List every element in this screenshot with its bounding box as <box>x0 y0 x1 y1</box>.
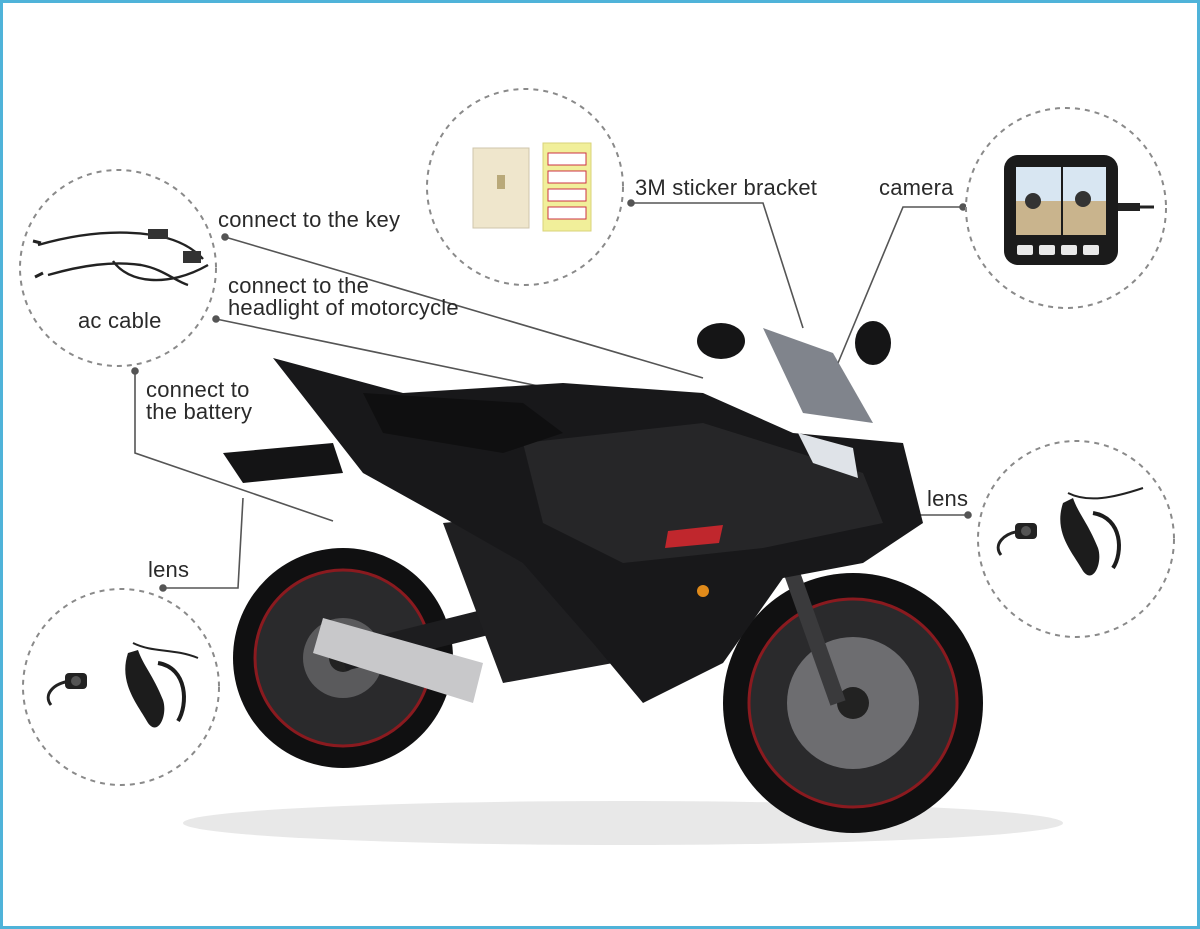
label-ac-cable: ac cable <box>78 308 162 333</box>
line-lens-left <box>163 497 244 589</box>
line-camera <box>837 206 963 364</box>
motorcycle-illustration <box>183 321 1063 845</box>
line-sticker-bracket <box>631 202 804 329</box>
motorcycle-diagram <box>19 88 1175 845</box>
label-lens-left: lens <box>148 557 190 582</box>
label-connect-battery-1: connect to <box>146 377 250 402</box>
label-lens-right: lens <box>927 486 969 511</box>
label-connect-headlight-1: connect to the <box>228 273 370 298</box>
lens-left-circle <box>22 588 220 786</box>
lens-icon <box>46 487 1144 728</box>
camera-icon <box>1004 155 1154 265</box>
callout-lines <box>131 199 972 592</box>
label-connect-key: connect to the key <box>218 207 401 232</box>
line-connect-battery <box>134 371 334 522</box>
bracket-icon <box>472 142 592 232</box>
cable-icon <box>32 229 209 287</box>
label-camera: camera <box>879 175 954 200</box>
label-connect-battery-2: the battery <box>146 399 253 424</box>
line-connect-headlight <box>215 318 549 389</box>
label-connect-headlight-2: headlight of motorcycle <box>228 295 459 320</box>
label-sticker-bracket: 3M sticker bracket <box>635 175 818 200</box>
line-connect-key <box>224 236 704 379</box>
